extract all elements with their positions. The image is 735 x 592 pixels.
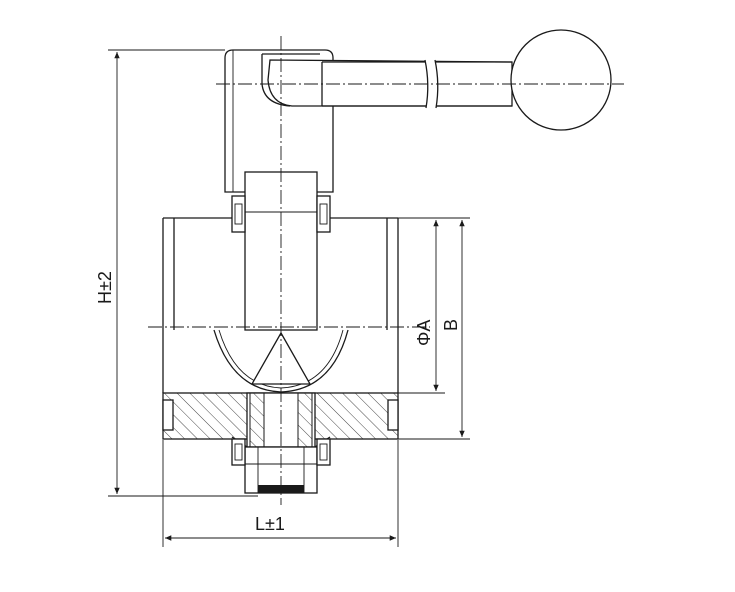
dimension-h: H±2: [95, 49, 258, 497]
dimension-a: ΦA: [398, 217, 470, 394]
dimension-l: L±1: [162, 440, 399, 547]
handle-assembly: [216, 29, 624, 193]
bolt-head: [231, 438, 246, 466]
diameter-label: ΦA: [414, 320, 434, 346]
dimension-b: B: [398, 220, 470, 440]
handle-knob: [510, 29, 612, 131]
b-label: B: [441, 319, 461, 331]
bolt-head: [231, 195, 246, 233]
height-label: H±2: [95, 271, 115, 304]
bolt-head: [316, 195, 331, 233]
threaded-stem: [249, 392, 265, 448]
bolt-head: [316, 438, 331, 466]
length-label: L±1: [255, 514, 285, 534]
handle-lever: [267, 59, 513, 107]
